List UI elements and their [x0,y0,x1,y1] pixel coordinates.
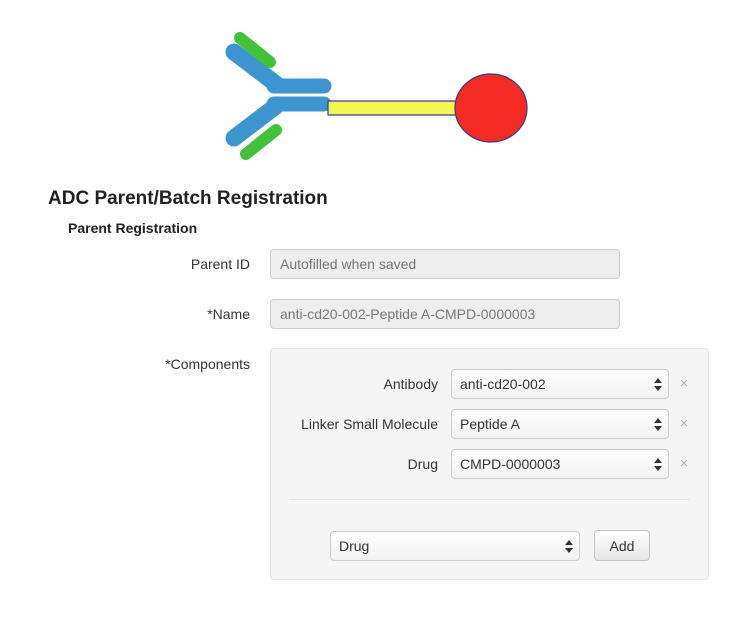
antibody-select-value: anti-cd20-002 [460,376,546,392]
remove-antibody-icon[interactable]: × [679,375,689,392]
components-panel: Antibody anti-cd20-002 × Linker Small Mo… [270,348,709,580]
drug-circle [454,73,528,143]
antibody-select[interactable]: anti-cd20-002 [451,369,669,399]
parent-id-label: Parent ID [190,256,250,272]
components-label: *Components [165,356,250,372]
remove-linker-icon[interactable]: × [679,415,689,432]
component-type-select[interactable]: Drug [330,531,580,561]
section-title: Parent Registration [68,220,198,236]
select-arrows-icon [654,378,662,391]
drug-select-value: CMPD-0000003 [460,456,561,472]
linker-select-value: Peptide A [460,416,520,432]
adc-diagram [225,32,528,160]
component-label-linker: Linker Small Molecule [301,416,438,432]
linker-select[interactable]: Peptide A [451,409,669,439]
drug-select[interactable]: CMPD-0000003 [451,449,669,479]
remove-drug-icon[interactable]: × [679,455,689,472]
linker-bar [327,100,459,116]
select-arrows-icon [654,458,662,471]
select-arrows-icon [565,540,573,553]
parent-id-input[interactable] [270,249,620,279]
name-label: *Name [207,306,250,322]
antibody-shape [225,32,332,160]
name-input[interactable] [270,299,620,329]
component-type-select-value: Drug [339,538,370,554]
select-arrows-icon [654,418,662,431]
divider [289,499,690,500]
add-component-button[interactable]: Add [594,530,650,561]
component-label-drug: Drug [407,456,438,472]
page-title: ADC Parent/Batch Registration [48,188,328,209]
component-label-antibody: Antibody [383,376,438,392]
